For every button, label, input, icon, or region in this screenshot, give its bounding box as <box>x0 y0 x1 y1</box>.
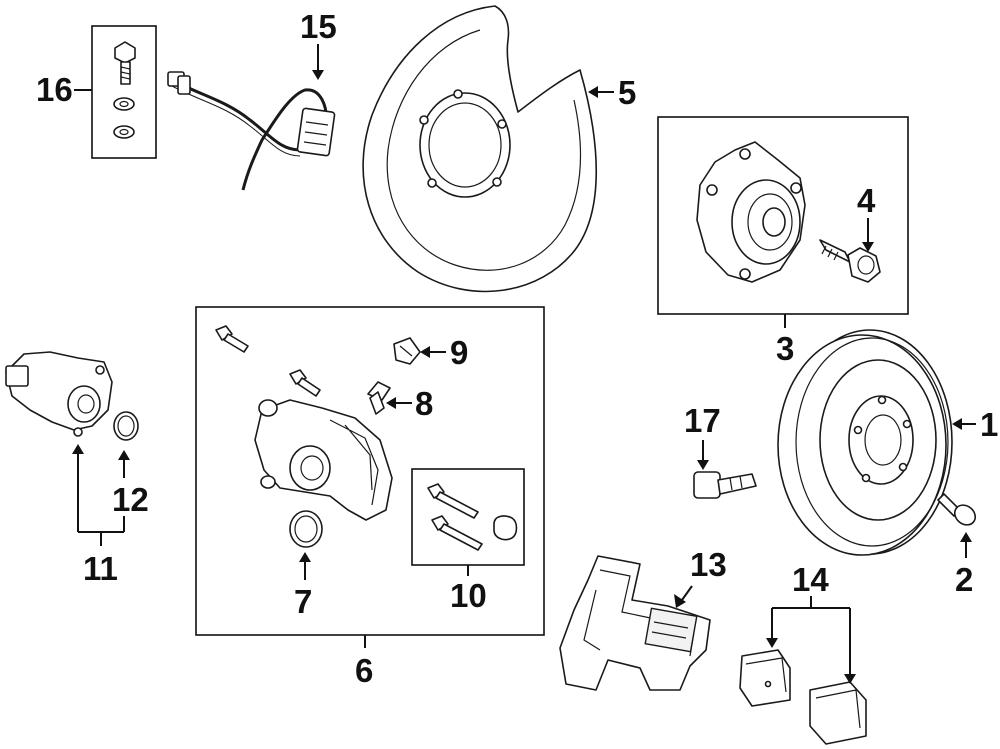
part-7-piston-seal[interactable] <box>289 510 323 548</box>
callout-6: 6 <box>355 652 373 689</box>
part-12-motor-seal[interactable] <box>113 411 139 441</box>
motor-connector-icon <box>5 365 29 387</box>
part-13-caliper-bracket[interactable] <box>559 555 711 691</box>
callout-1: 1 <box>980 406 998 443</box>
bolt-head-icon <box>847 247 881 283</box>
washer-icon <box>113 97 135 111</box>
callout-9: 9 <box>450 334 468 371</box>
part-6-frame <box>195 306 545 636</box>
part-16-frame <box>91 25 157 159</box>
part-3-frame <box>657 116 909 315</box>
callout-15: 15 <box>300 8 337 45</box>
valve-stem-icon <box>717 473 757 495</box>
callout-10: 10 <box>450 577 487 614</box>
callout-13: 13 <box>690 546 727 583</box>
bolt-head-icon <box>289 369 307 385</box>
washer-icon <box>113 125 135 139</box>
caliper-piston-icon <box>289 445 331 491</box>
callout-5: 5 <box>618 74 636 111</box>
bracket-pad-clip-icon <box>644 607 698 653</box>
part-14-brake-pads[interactable] <box>739 649 867 745</box>
part-8-bleeder-screw[interactable] <box>367 381 391 415</box>
sensor-bracket-icon <box>296 107 336 157</box>
bolt-head-icon <box>215 325 233 341</box>
callout-4: 4 <box>857 182 876 219</box>
part-6-caliper-assembly[interactable] <box>215 325 393 521</box>
part-9-dust-cap[interactable] <box>393 337 421 365</box>
guide-pin-head-icon <box>431 515 449 531</box>
callout-3: 3 <box>776 330 794 367</box>
part-16-bolt-washer-kit[interactable] <box>91 25 157 159</box>
callout-11: 11 <box>83 550 118 587</box>
part-4-hub-bolt[interactable] <box>819 239 881 283</box>
motor-output-icon <box>67 385 101 423</box>
shield-hub-opening-icon <box>419 92 511 198</box>
part-5-splash-shield[interactable] <box>362 5 598 293</box>
callout-2: 2 <box>955 561 973 598</box>
boot-icon <box>493 515 518 541</box>
part-1-brake-rotor[interactable] <box>777 329 953 556</box>
part-11-parking-brake-motor[interactable] <box>5 351 113 437</box>
guide-pin-head-icon <box>427 483 445 499</box>
part-17-bleeder-valve[interactable] <box>693 471 757 499</box>
valve-body-icon <box>693 471 721 499</box>
brake-pad-icon <box>809 681 867 745</box>
part-10-guide-pin-kit[interactable] <box>427 483 518 551</box>
brake-pad-icon <box>739 649 791 707</box>
callout-17: 17 <box>684 402 721 439</box>
guide-pin-icon <box>439 523 483 551</box>
guide-pin-icon <box>435 491 479 519</box>
callout-16: 16 <box>36 71 73 108</box>
callout-14: 14 <box>792 561 829 598</box>
dust-cap-icon <box>393 337 421 365</box>
bracket-body-icon <box>559 555 711 691</box>
callout-12: 12 <box>112 481 149 518</box>
part-2-rotor-screw[interactable] <box>937 493 979 529</box>
part-3-hub-bearing[interactable] <box>696 141 806 283</box>
callout-8: 8 <box>415 385 433 422</box>
screw-head-icon <box>953 504 977 526</box>
bolt-head-icon <box>114 41 136 64</box>
callout-7: 7 <box>294 583 312 620</box>
part-15-abs-sensor[interactable] <box>167 71 336 191</box>
leader-13 <box>681 585 693 601</box>
